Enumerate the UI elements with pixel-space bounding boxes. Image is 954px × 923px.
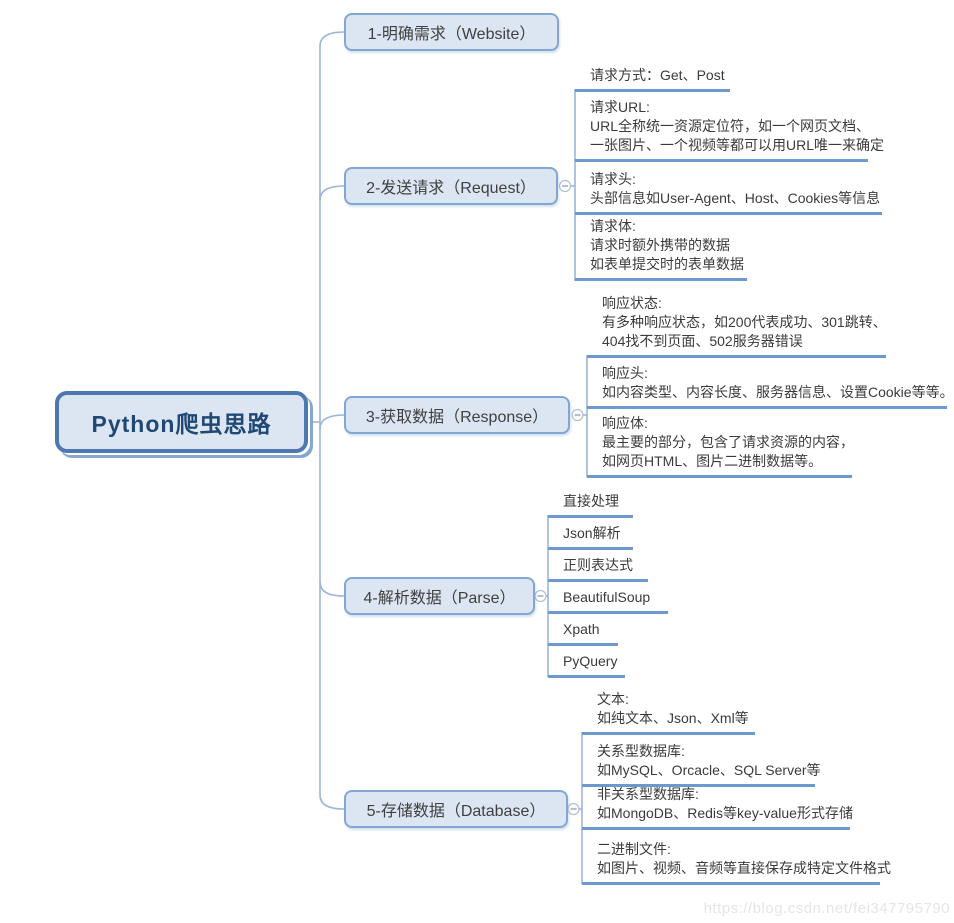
branch-2-label: 2-发送请求（Request） — [366, 180, 536, 197]
branch-3-label: 3-获取数据（Response） — [365, 409, 549, 426]
branch-node-3[interactable]: 3-获取数据（Response） — [344, 396, 570, 434]
branch-node-5[interactable]: 5-存储数据（Database） — [344, 790, 568, 828]
leaf-node-request-url[interactable]: 请求URL: URL全称统一资源定位符，如一个网页文档、 一张图片、一个视频等都… — [575, 98, 884, 162]
branch-4-elbow — [319, 581, 345, 597]
leaf-node-pyquery[interactable]: PyQuery — [548, 652, 625, 678]
collapse-minus-icon-branch-4[interactable] — [534, 589, 547, 603]
leaf-node-text-storage[interactable]: 文本: 如纯文本、Json、Xml等 — [582, 690, 755, 735]
collapse-minus-icon-branch-5[interactable] — [567, 802, 580, 816]
leaf-node-request-body[interactable]: 请求体: 请求时额外携带的数据 如表单提交时的表单数据 — [575, 217, 747, 281]
branch-2-elbow — [319, 185, 345, 201]
root-node[interactable]: Python爬虫思路 — [55, 391, 308, 453]
leaf-node-nosql-db[interactable]: 非关系型数据库: 如MongoDB、Redis等key-value形式存储 — [582, 785, 853, 830]
branch-5-elbow — [319, 794, 345, 810]
leaf-node-relational-db[interactable]: 关系型数据库: 如MySQL、Orcacle、SQL Server等 — [582, 742, 821, 787]
leaf-node-direct-process[interactable]: 直接处理 — [548, 492, 633, 518]
leaf-node-json-parse[interactable]: Json解析 — [548, 524, 633, 550]
branch-5-label: 5-存储数据（Database） — [366, 803, 546, 820]
branch-node-4[interactable]: 4-解析数据（Parse） — [344, 577, 535, 615]
branch-4-label: 4-解析数据（Parse） — [363, 590, 516, 607]
watermark: https://blog.csdn.net/fei347795790 — [703, 900, 950, 917]
collapse-minus-icon-branch-3[interactable] — [571, 408, 584, 422]
leaf-node-binary-file[interactable]: 二进制文件: 如图片、视频、音频等直接保存成特定文件格式 — [582, 840, 891, 885]
leaf-node-request-headers[interactable]: 请求头: 头部信息如User-Agent、Host、Cookies等信息 — [575, 170, 882, 215]
root-label: Python爬虫思路 — [91, 411, 272, 437]
leaf-node-response-status[interactable]: 响应状态: 有多种响应状态，如200代表成功、301跳转、 404找不到页面、5… — [587, 294, 887, 358]
branch-node-2[interactable]: 2-发送请求（Request） — [344, 167, 558, 205]
leaf-node-beautifulsoup[interactable]: BeautifulSoup — [548, 588, 668, 614]
leaf-node-regex[interactable]: 正则表达式 — [548, 556, 648, 582]
leaf-node-response-body[interactable]: 响应体: 最主要的部分，包含了请求资源的内容， 如网页HTML、图片二进制数据等… — [587, 414, 854, 478]
branch-1-label: 1-明确需求（Website） — [367, 26, 536, 43]
branch-1-elbow — [319, 31, 345, 47]
branch-node-1[interactable]: 1-明确需求（Website） — [344, 13, 559, 51]
collapse-minus-icon-branch-2[interactable] — [558, 179, 572, 193]
branch-3-elbow — [319, 414, 345, 430]
leaf-node-xpath[interactable]: Xpath — [548, 620, 618, 646]
leaf-node-request-method[interactable]: 请求方式：Get、Post — [575, 66, 730, 92]
leaf-node-response-headers[interactable]: 响应头: 如内容类型、内容长度、服务器信息、设置Cookie等等。 — [587, 364, 954, 409]
